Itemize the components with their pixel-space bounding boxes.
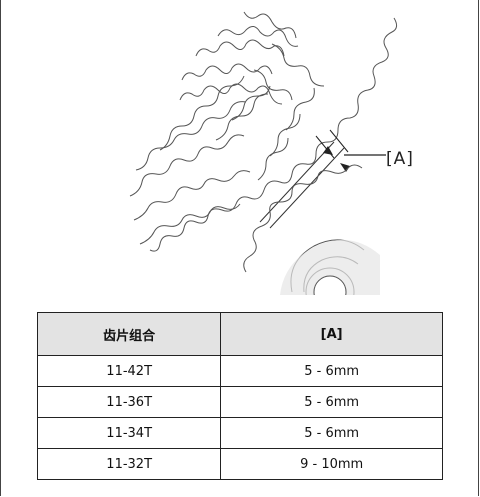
table-row: 11-42T 5 - 6mm xyxy=(36,355,443,387)
dimension-a-label: [A] xyxy=(386,149,414,169)
spec-table: 齿片组合 [A] 11-42T 5 - 6mm 11-36T 5 - 6mm 1… xyxy=(36,312,443,480)
cell-dimension-a: 5 - 6mm xyxy=(220,417,443,449)
table-row: 11-36T 5 - 6mm xyxy=(36,386,443,418)
cell-cog-combination: 11-42T xyxy=(36,355,222,387)
cell-cog-combination: 11-34T xyxy=(36,417,222,449)
cell-cog-combination: 11-36T xyxy=(36,386,222,418)
table-row: 11-34T 5 - 6mm xyxy=(36,417,443,449)
cassette-derailleur-illustration xyxy=(129,11,398,295)
header-dimension-a: [A] xyxy=(220,312,443,356)
table-row: 11-32T 9 - 10mm xyxy=(36,448,443,480)
header-cog-combination: 齿片组合 xyxy=(36,312,222,356)
cell-cog-combination: 11-32T xyxy=(36,448,222,480)
table-header-row: 齿片组合 [A] xyxy=(36,312,443,356)
cell-dimension-a: 5 - 6mm xyxy=(220,386,443,418)
cell-dimension-a: 5 - 6mm xyxy=(220,355,443,387)
cell-dimension-a: 9 - 10mm xyxy=(220,448,443,480)
